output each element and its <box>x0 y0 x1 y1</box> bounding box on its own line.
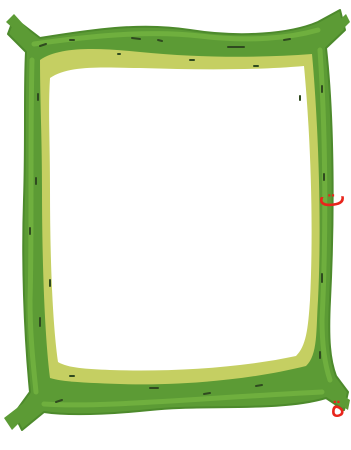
side-letter-top: ت <box>318 182 346 212</box>
side-letter-bottom: ة <box>330 392 346 422</box>
frame-interior <box>49 66 311 370</box>
